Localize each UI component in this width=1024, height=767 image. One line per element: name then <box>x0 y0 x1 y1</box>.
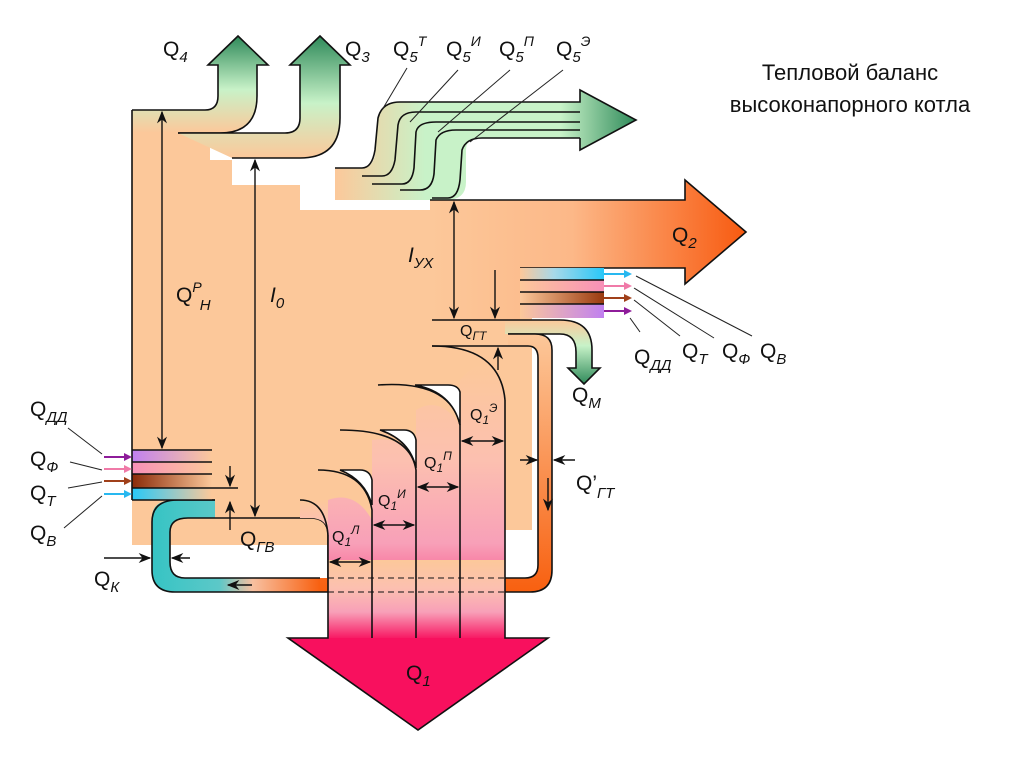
stream-dd-left <box>132 450 212 462</box>
title-line-1: Тепловой баланс <box>762 60 938 85</box>
label-qdd-left: QДД <box>30 398 68 426</box>
stream-v-left <box>132 488 212 500</box>
label-q5-t: Q5Т <box>393 33 428 66</box>
title-line-2: высоконапорного котла <box>730 92 971 117</box>
label-qk: QК <box>94 568 120 596</box>
label-qv-right: QВ <box>760 340 786 368</box>
stream-t-left <box>132 474 212 488</box>
label-q5-p: Q5П <box>499 33 535 66</box>
label-qdd-right: QДД <box>634 346 672 374</box>
stream-dd-right <box>520 304 604 318</box>
label-qm: QМ <box>572 384 601 412</box>
label-qv-left: QВ <box>30 522 56 550</box>
label-q-prime-gt: Q’ГТ <box>576 472 616 502</box>
label-q1-p: Q1П <box>424 449 452 475</box>
q1-arrow <box>288 638 548 730</box>
label-q1-i: Q1И <box>378 487 406 513</box>
q3-arrow <box>178 36 350 158</box>
q2-arrow <box>430 180 746 320</box>
stream-f-left <box>132 462 212 474</box>
label-q5-e: Q5Э <box>556 33 591 66</box>
stream-f-right <box>520 280 604 292</box>
stream-t-right <box>520 292 604 304</box>
label-i-ux: IУХ <box>408 244 434 272</box>
stream-v-right <box>520 268 604 280</box>
label-q1: Q1 <box>406 662 431 690</box>
label-q5-i: Q5И <box>446 33 482 66</box>
label-q2: Q2 <box>672 224 697 252</box>
label-q4: Q4 <box>163 38 188 66</box>
label-qt-right: QТ <box>682 340 709 368</box>
label-q-gt: QГТ <box>460 323 488 343</box>
label-q-gv: QГВ <box>240 528 275 556</box>
label-qf-right: QФ <box>722 340 750 368</box>
q5-arrow <box>335 90 636 200</box>
label-q1-l: Q1Л <box>332 523 360 549</box>
q4-arrow <box>132 36 268 133</box>
label-qf-left: QФ <box>30 448 58 476</box>
label-qt-left: QТ <box>30 482 57 510</box>
label-i0: I0 <box>270 284 285 312</box>
air-loop <box>152 500 320 592</box>
label-q3: Q3 <box>345 38 370 66</box>
label-q1-e: Q1Э <box>470 401 497 427</box>
